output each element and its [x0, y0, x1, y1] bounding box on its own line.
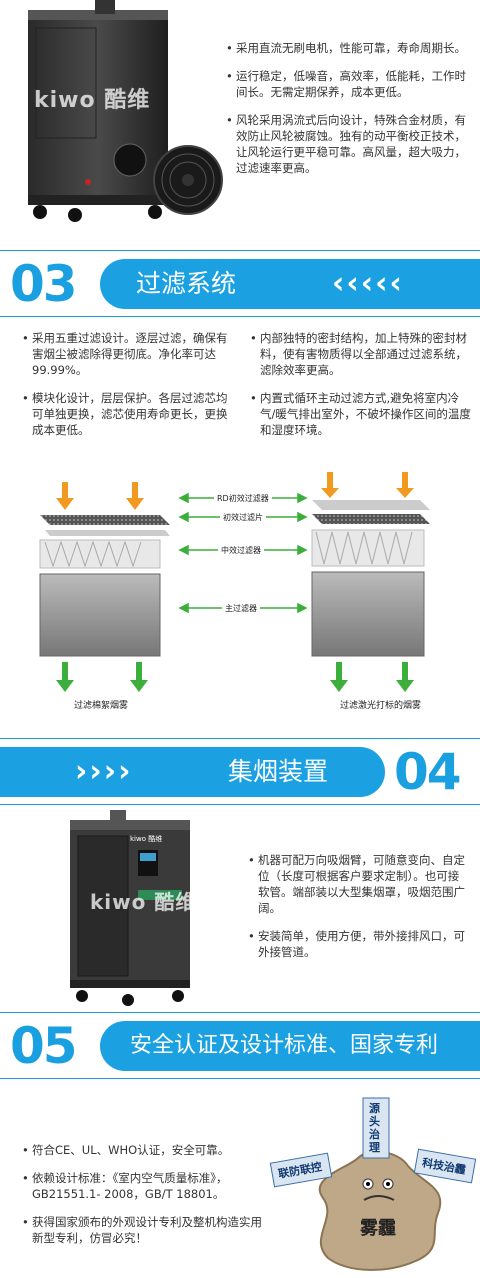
section-05-bullets: •符合CE、UL、WHO认证，安全可靠。 •依赖设计标准：《室内空气质量标准》，…: [22, 1142, 262, 1246]
section-04-bar: ›››› 集烟装置: [0, 747, 385, 797]
section-03-header: 03 过滤系统 ‹‹‹‹‹: [0, 253, 480, 315]
smog-poster: 源头治理 联防联控 科技治霾 雾霾: [268, 1088, 478, 1274]
divider-05-top: [0, 1012, 480, 1013]
top-bullets: •采用直流无刷电机，性能可靠，寿命周期长。 •运行稳定，低噪音，高效率，低能耗，…: [226, 40, 470, 176]
filter-diagram: RD初效过滤器 初效过滤片 中效过滤器 主过滤器 过滤棉絮烟雾 过滤激光打标的烟…: [0, 470, 480, 730]
cert-bullet-3: •获得国家颁布的外观设计专利及整机构造实用新型专利，仿冒必究！: [22, 1215, 262, 1245]
section-04-bullets: •机器可配万向吸烟臂，可随意变向、自定位（长度可根据客户要求定制）。也可接软管。…: [248, 852, 470, 960]
divider-03-bottom: [0, 316, 480, 317]
filter-label-primary-sheet: 初效过滤片: [220, 512, 266, 523]
poster-center-text: 雾霾: [360, 1218, 396, 1239]
filter-label-main: 主过滤器: [222, 603, 260, 614]
section-03-left-bullets: •采用五重过滤设计。逐层过滤，确保有害烟尘被滤除得更彻底。净化率可达99.99%…: [22, 330, 234, 438]
divider-05-bottom: [0, 1078, 480, 1079]
poster-sign-source: 源头治理: [369, 1102, 380, 1154]
cert-bullet-2: •依赖设计标准：《室内空气质量标准》，GB21551.1- 2008，GB/T …: [22, 1171, 228, 1201]
brand-watermark: kiwo 酷维: [34, 88, 151, 113]
filter-caption-left: 过滤棉絮烟雾: [74, 701, 129, 711]
collector-watermark: kiwo 酷维: [90, 890, 197, 914]
section-05-header: 05 安全认证及设计标准、国家专利: [0, 1015, 480, 1077]
section-03-bar: 过滤系统 ‹‹‹‹‹: [100, 259, 480, 309]
section-05-bar: 安全认证及设计标准、国家专利: [100, 1021, 480, 1071]
top-product-image: kiwo 酷维: [0, 0, 225, 240]
filter-bullet-3: •内部独特的密封结构，加上特殊的密封材料，使有害物质得以全部通过过滤系统，滤除效…: [250, 331, 467, 377]
section-04-header: ›››› 集烟装置 04: [0, 741, 480, 803]
top-bullet-3: •风轮采用涡流式后向设计，特殊合金材质，有效防止风轮被腐蚀。独有的动平衡校正技术…: [226, 113, 466, 175]
section-03-arrows: ‹‹‹‹‹: [332, 266, 404, 301]
collector-bullet-1: •机器可配万向吸烟臂，可随意变向、自定位（长度可根据客户要求定制）。也可接软管。…: [248, 853, 465, 915]
filter-diagram-graphic: [39, 472, 430, 692]
section-05-number: 05: [10, 1017, 78, 1075]
filter-label-rd: RD初效过滤器: [214, 493, 272, 504]
section-03-number: 03: [10, 255, 78, 313]
smoke-collector-image: kiwo 酷维 kiwo 酷维: [50, 810, 210, 1010]
divider-04-bottom: [0, 804, 480, 805]
top-bullet-1: •采用直流无刷电机，性能可靠，寿命周期长。: [226, 41, 466, 55]
collector-brand-badge: kiwo 酷维: [130, 835, 163, 843]
section-03-right-bullets: •内部独特的密封结构，加上特殊的密封材料，使有害物质得以全部通过过滤系统，滤除效…: [250, 330, 472, 438]
filter-bullet-2: •模块化设计，层层保护。各层过滤芯均可单独更换，滤芯使用寿命更长，更换成本更低。: [22, 391, 228, 437]
filter-label-medium: 中效过滤器: [218, 545, 264, 556]
filter-bullet-1: •采用五重过滤设计。逐层过滤，确保有害烟尘被滤除得更彻底。净化率可达99.99%…: [22, 331, 228, 377]
divider-04-top: [0, 738, 480, 739]
section-04-number: 04: [394, 743, 462, 801]
filter-caption-right: 过滤激光打标的烟雾: [340, 701, 422, 711]
filter-bullet-4: •内置式循环主动过滤方式,避免将室内冷气/暖气排出室外，不破坏操作区间的温度和湿…: [250, 391, 471, 437]
section-04-title: 集烟装置: [228, 757, 329, 786]
divider-03-top: [0, 250, 480, 251]
collector-bullet-2: •安装简单，使用方便，带外接排风口，可外接管道。: [248, 929, 465, 959]
section-04-arrows: ››››: [75, 754, 133, 789]
section-05-title: 安全认证及设计标准、国家专利: [130, 1033, 439, 1058]
top-bullet-2: •运行稳定，低噪音，高效率，低能耗，工作时间长。无需定期保养，成本更低。: [226, 69, 466, 99]
section-03-title: 过滤系统: [136, 269, 237, 298]
cert-bullet-1: •符合CE、UL、WHO认证，安全可靠。: [22, 1143, 230, 1157]
